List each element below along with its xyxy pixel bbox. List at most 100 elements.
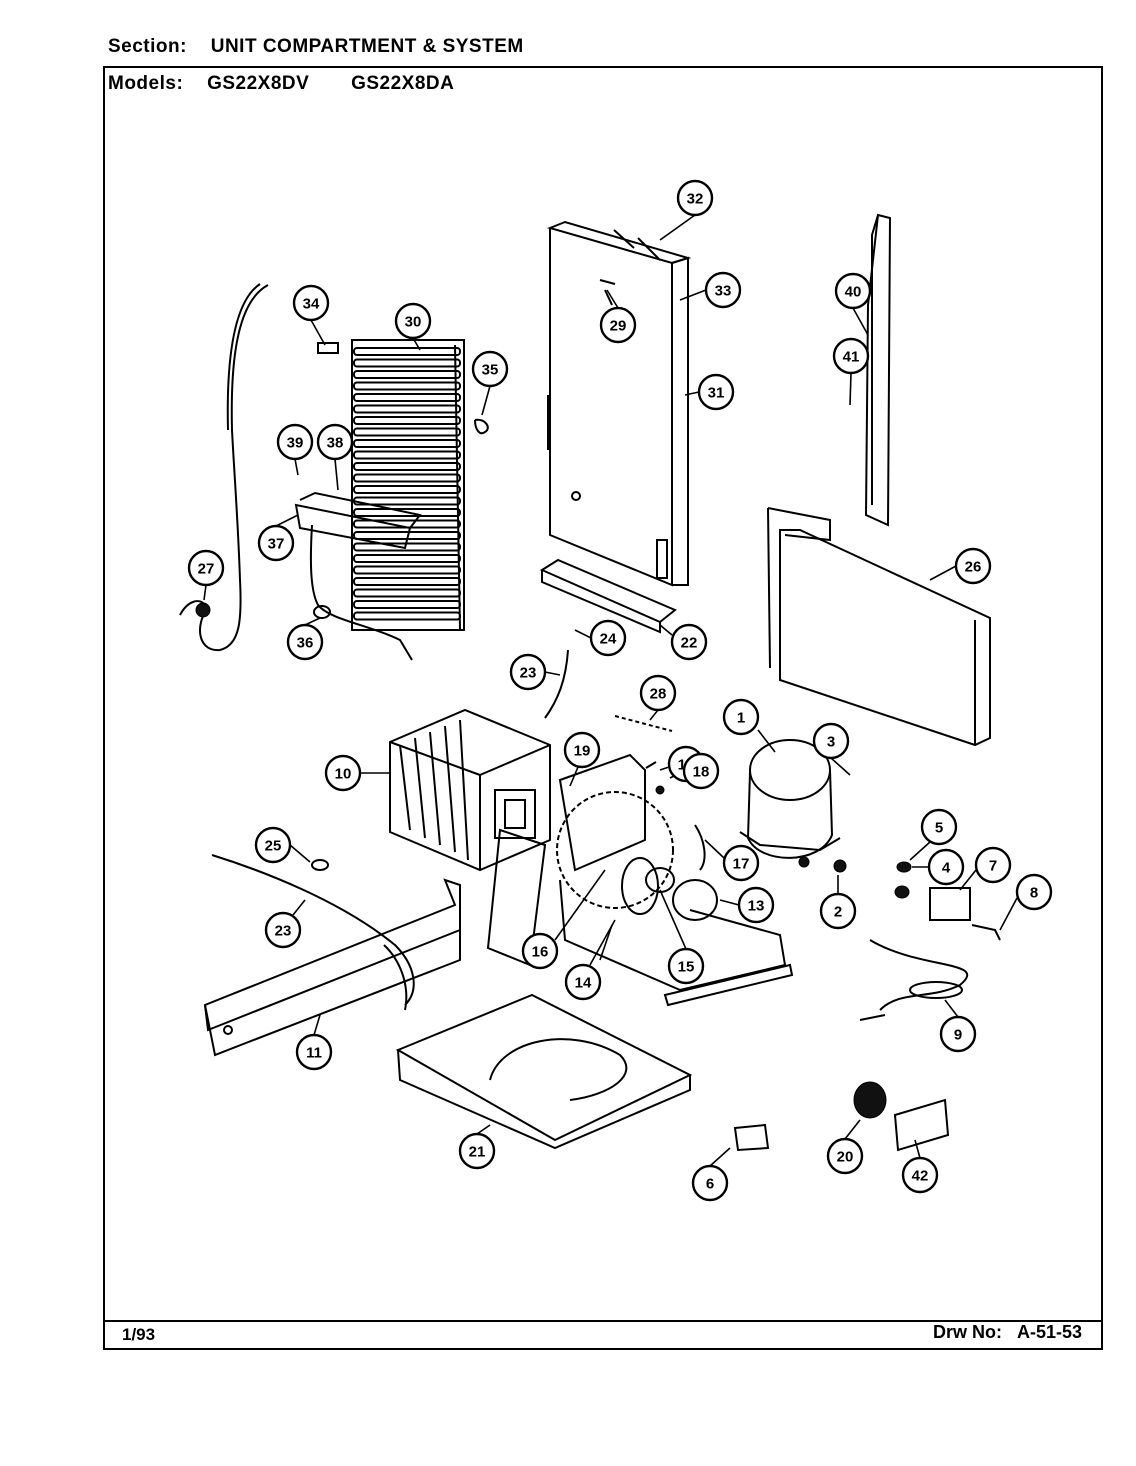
callout-number: 19 [574,743,591,760]
callout-number: 1 [737,710,745,727]
callout-8: 8 [1015,873,1053,911]
callout-3: 3 [812,722,850,760]
callout-number: 10 [335,766,352,783]
callout-number: 37 [268,536,285,553]
leader-line [844,1119,861,1140]
leader-line [649,709,659,721]
drawing-number: Drw No: A-51-53 [923,1322,1082,1343]
condenser-coil [351,339,465,631]
callout-33: 33 [704,271,742,309]
drawing-number-label: Drw No: [932,1322,1002,1342]
callout-number: 20 [837,1149,854,1166]
callout-26: 26 [954,547,992,585]
callout-number: 30 [405,314,422,331]
drawing-number-value: A-51-53 [1016,1322,1082,1342]
model-number: GS22X8DV [207,73,310,94]
callout-1: 1 [722,698,760,736]
leader-line [599,924,613,961]
leader-line [275,514,299,527]
divider-strip [864,213,892,527]
callout-number: 27 [198,561,215,578]
callout-number: 28 [650,686,667,703]
callout-7: 7 [974,846,1012,884]
callout-number: 2 [834,904,842,921]
callout-21: 21 [458,1132,496,1170]
callout-number: 8 [1030,885,1038,902]
callout-14: 14 [564,963,602,1001]
callout-number: 41 [843,349,860,366]
drawing-frame [103,66,1103,1350]
callout-27: 27 [187,549,225,587]
section-heading: Section: UNIT COMPARTMENT & SYSTEM [108,36,560,58]
callout-number: 6 [706,1176,714,1193]
leader-line [830,757,851,776]
callout-number: 14 [575,975,592,992]
leader-line [944,999,959,1018]
leader-line [959,869,977,891]
callout-number: 32 [687,191,704,208]
callout-31: 31 [697,373,735,411]
callout-19: 19 [563,731,601,769]
callout-13: 13 [737,886,775,924]
callout-6: 6 [691,1164,729,1202]
leader-line [914,1139,921,1159]
leader-line [909,841,931,861]
section-label: Section: [108,36,187,57]
callout-28: 28 [639,674,677,712]
callout-number: 11 [306,1045,322,1062]
callout-41: 41 [832,337,870,375]
callout-38: 38 [316,423,354,461]
callout-number: 38 [327,435,344,452]
leader-line [999,897,1018,931]
callout-32: 32 [676,179,714,217]
leader-line [852,307,869,336]
leader-line [757,729,776,753]
callout-34: 34 [292,284,330,322]
callout-25: 25 [254,826,292,864]
leader-line [476,1124,491,1135]
leader-line [704,839,725,859]
leader-line [412,337,421,351]
callout-15: 15 [667,947,705,985]
callout-number: 29 [610,318,627,335]
fan-assembly [486,753,794,1007]
callout-number: 25 [265,838,282,855]
callout-17: 17 [722,844,760,882]
leader-line [719,899,740,906]
leader-line [849,372,852,406]
tube [544,649,569,719]
drain-hose [179,283,269,652]
callout-number: 16 [532,944,549,961]
callout-9: 9 [939,1015,977,1053]
condenser [389,708,551,872]
callout-30: 30 [394,302,432,340]
callout-number: 21 [469,1144,486,1161]
callout-number: 35 [482,362,499,379]
leader-line [574,629,592,639]
baffle [203,878,461,1057]
callout-number: 31 [708,385,725,402]
callout-group: 1234567891011121314151617181920212223232… [187,179,1053,1202]
footer-date: 1/93 [122,1325,156,1344]
callout-23: 23 [264,911,302,949]
leader-lines [203,214,1018,1167]
drip-pan [395,993,693,1150]
leader-line [292,899,306,916]
callout-number: 36 [297,635,314,652]
callout-number: 24 [600,631,617,648]
models-heading: Models: GS22X8DV GS22X8DA [108,73,490,95]
callout-number: 23 [520,665,537,682]
callout-number: 40 [845,284,862,301]
callout-35: 35 [471,350,509,388]
callout-24: 24 [589,619,627,657]
heater-wire [309,524,413,661]
footer-divider [103,1320,1103,1322]
callout-2: 2 [819,892,857,930]
callout-4: 4 [927,848,965,886]
leader-line [304,617,321,626]
callout-number: 4 [942,860,951,877]
callout-number: 13 [748,898,765,915]
callout-number: 3 [827,734,835,751]
small-parts [211,229,1001,1152]
